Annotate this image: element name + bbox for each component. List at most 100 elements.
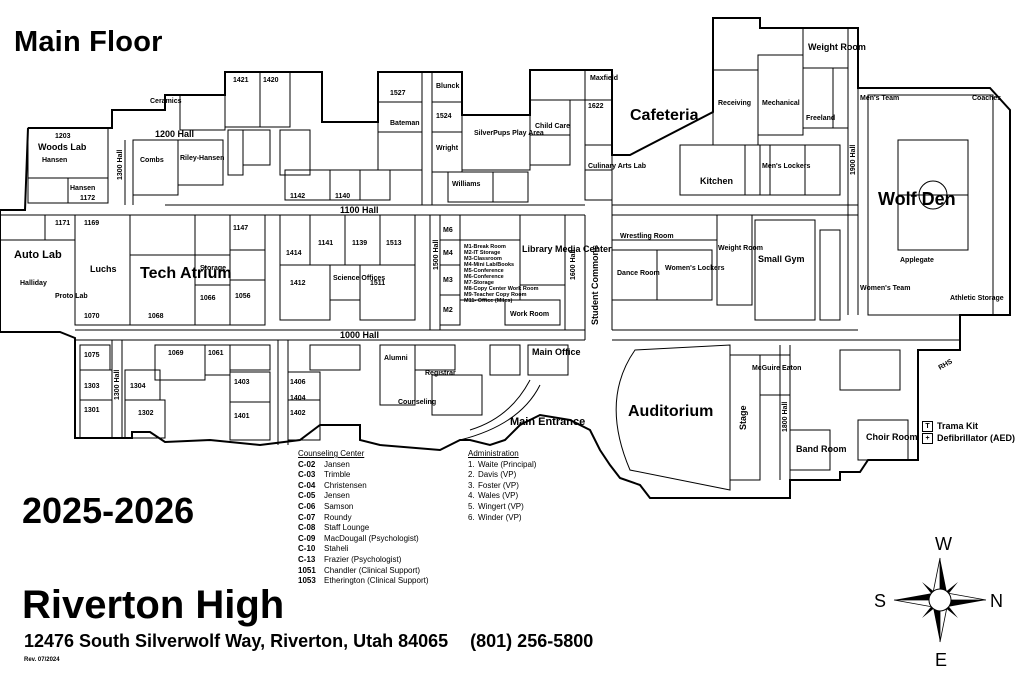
small-gym-label: Small Gym (758, 254, 805, 264)
administration-heading: Administration (468, 449, 519, 458)
m-room-line: M9-Teacher Copy Room (464, 292, 527, 298)
room-mcguire: McGuire Eaton (752, 365, 801, 372)
tech-atrium-label: Tech Atrium (140, 265, 232, 282)
room-1075: 1075 (84, 352, 100, 359)
legend-code: C-02 (298, 459, 316, 469)
dance-label: Dance Room (617, 270, 660, 277)
defibrillator-icon: + (922, 433, 933, 445)
room-1513: 1513 (386, 240, 402, 247)
room-1420: 1420 (263, 77, 279, 84)
room-blunck: Blunck (436, 83, 459, 90)
legend-code: 1. (468, 459, 475, 469)
stage-label: Stage (738, 405, 748, 430)
legend-name: Jensen (324, 491, 350, 501)
room-coaches: Coaches (972, 95, 1001, 102)
legend-name: Trimble (324, 470, 351, 480)
room-weight-room-2: Weight Room (718, 245, 763, 252)
trama-kit-icon: T (922, 421, 933, 433)
legend-name: Chandler (Clinical Support) (324, 565, 421, 575)
m-room-line: M11- Office (Miles) (464, 298, 512, 304)
room-hansen: Hansen (42, 157, 67, 164)
internal-walls (0, 27, 994, 491)
hall-1800: 1800 Hall (782, 402, 789, 432)
room-maxfield: Maxfield (590, 75, 618, 82)
legend-name: Foster (VP) (478, 480, 519, 490)
room-1203: 1203 (55, 133, 71, 140)
legend-row: C-09 MacDougall (Psychologist) (298, 534, 429, 545)
room-luchs: Luchs (90, 264, 117, 274)
key-label: Defibrillator (AED) (937, 433, 1016, 444)
room-m2: M2 (443, 307, 453, 314)
legend-name: Frazier (Psychologist) (324, 554, 402, 564)
room-1527: 1527 (390, 90, 406, 97)
room-labels: Woods Lab Hansen 1203 Hansen 1172 Auto L… (14, 42, 1004, 454)
room-1302: 1302 (138, 410, 154, 417)
room-1412: 1412 (290, 280, 306, 287)
cafeteria-label: Cafeteria (630, 107, 699, 124)
key-aed: + Defibrillator (AED) (922, 432, 1016, 445)
weight-room-label: Weight Room (808, 42, 866, 52)
room-1304: 1304 (130, 383, 146, 390)
legend-code: 2. (468, 470, 475, 480)
phone: (801) 256-5800 (470, 631, 594, 651)
room-1301: 1301 (84, 407, 100, 414)
m-room-line: M4-Mini Lab/Books (464, 262, 514, 268)
room-1068: 1068 (148, 313, 164, 320)
room-m6: M6 (443, 227, 453, 234)
legend-row: 4.Wales (VP) (468, 491, 536, 502)
room-1403: 1403 (234, 379, 250, 386)
room-1303: 1303 (84, 383, 100, 390)
room-1406: 1406 (290, 379, 306, 386)
hall-1300-north: 1300 Hall (117, 150, 124, 180)
m-room-line: M5-Conference (464, 268, 504, 274)
hall-1300-south: 1300 Hall (114, 370, 121, 400)
room-m3: M3 (443, 277, 453, 284)
room-work-room: Work Room (510, 311, 549, 318)
legend-name: MacDougall (Psychologist) (324, 533, 419, 543)
room-1147: 1147 (233, 225, 248, 232)
legend-name: Davis (VP) (478, 470, 517, 480)
culinary-label: Culinary Arts Lab (588, 163, 646, 170)
legend-name: Roundy (324, 512, 352, 522)
hall-1200: 1200 Hall (155, 129, 194, 139)
main-office-label: Main Office (532, 347, 581, 357)
registrar-label: Registrar (425, 370, 456, 377)
auto-lab-label: Auto Lab (14, 249, 62, 261)
room-williams: Williams (452, 181, 480, 188)
legend-code: 4. (468, 491, 475, 501)
legend-code: C-13 (298, 554, 316, 564)
auditorium-label: Auditorium (628, 403, 713, 420)
legend-row: 2.Davis (VP) (468, 470, 536, 481)
m-room-line: M7-Storage (464, 280, 494, 286)
room-1402: 1402 (290, 410, 306, 417)
woods-lab-label: Woods Lab (38, 142, 87, 152)
legend-name: Staff Lounge (324, 523, 370, 533)
room-womens-lockers: Women's Lockers (665, 265, 725, 272)
library-label: Library Media Center (522, 244, 612, 254)
room-1169: 1169 (84, 220, 99, 227)
legend-code: C-09 (298, 533, 316, 543)
silverpups-label: SilverPups Play Area (474, 130, 544, 137)
room-storage: Storage (200, 265, 226, 272)
wrestling-label: Wrestling Room (620, 233, 674, 240)
room-ceramics: Ceramics (150, 98, 182, 105)
legend-code: 3. (468, 480, 475, 490)
compass-west: W (935, 534, 952, 554)
room-1056: 1056 (235, 293, 251, 300)
room-1172: 1172 (80, 195, 95, 202)
room-1140: 1140 (335, 193, 350, 200)
legend-name: Wales (VP) (478, 491, 519, 501)
room-1141: 1141 (318, 240, 333, 247)
hall-1600: 1600 Hall (570, 250, 577, 280)
legend-code: C-07 (298, 512, 316, 522)
rhs-label: RHS (938, 358, 955, 372)
